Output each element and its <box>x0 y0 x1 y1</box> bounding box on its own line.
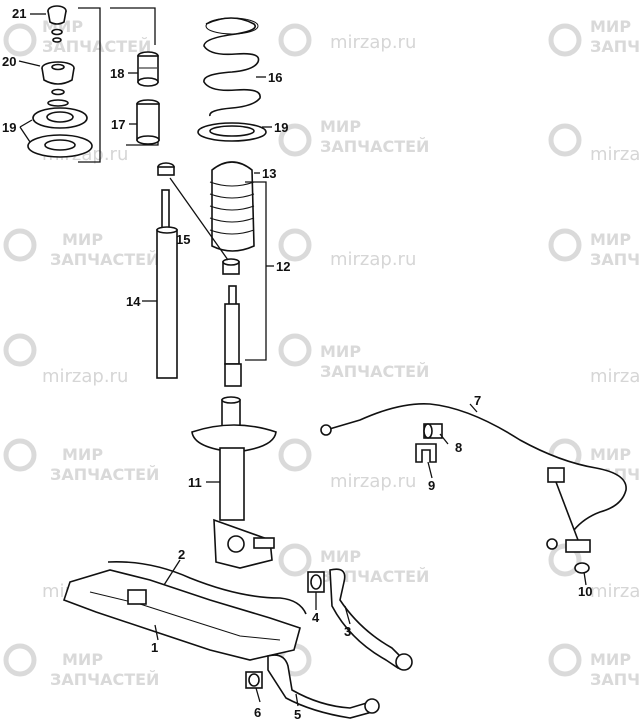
part-16-coil-spring <box>203 17 261 117</box>
leader-lines <box>18 13 587 707</box>
watermark-brand: МИР <box>320 547 361 566</box>
watermark-url: mirzap.ru <box>330 471 416 492</box>
watermark-url: mirzap.ru <box>330 32 416 53</box>
watermark-url: mirzap.ru <box>330 249 416 270</box>
watermark-brand: МИР <box>320 342 361 361</box>
bumpstop-column <box>110 7 160 146</box>
callout-13: 13 <box>262 166 276 181</box>
watermark-brand: ЗАПЧАСТЕЙ <box>590 670 640 689</box>
part-13-boot <box>209 161 255 252</box>
callout-labels: 21 20 19 18 17 16 19 13 15 12 14 11 2 1 … <box>2 6 592 722</box>
part-5-lower-arm <box>267 654 380 719</box>
watermark-brand: МИР <box>320 117 361 136</box>
watermark-brand: ЗАПЧАСТЕЙ <box>320 362 429 381</box>
callout-18: 18 <box>110 66 124 81</box>
callout-6: 6 <box>254 705 261 720</box>
part-2-brace <box>107 561 307 615</box>
callout-14: 14 <box>126 294 141 309</box>
watermark-url: mirzap.ru <box>42 366 128 387</box>
callout-1: 1 <box>151 640 158 655</box>
callout-4: 4 <box>312 610 320 625</box>
callout-17: 17 <box>111 117 125 132</box>
callout-21: 21 <box>12 6 26 21</box>
part-11-strut-assembly <box>191 396 277 569</box>
callout-20: 20 <box>2 54 16 69</box>
upper-mount-stack <box>27 5 101 163</box>
callout-11: 11 <box>188 475 202 490</box>
part-1-crossmember <box>62 569 301 661</box>
watermark-brand: МИР <box>590 650 631 669</box>
part-9-bushing-bracket <box>415 443 437 463</box>
watermark-brand: МИР <box>590 17 631 36</box>
part-3-control-arm <box>329 568 413 671</box>
callout-8: 8 <box>455 440 462 455</box>
callout-7: 7 <box>474 393 481 408</box>
part-4-bushing <box>307 571 325 593</box>
watermark-brand: МИР <box>590 445 631 464</box>
callout-10: 10 <box>578 584 592 599</box>
watermark-brand: ЗАПЧАСТЕЙ <box>320 137 429 156</box>
part-19-spring-seat-lower <box>197 122 267 142</box>
callout-19: 19 <box>274 120 288 135</box>
strut-insert <box>224 285 242 387</box>
watermark-brand: ЗАПЧАСТЕЙ <box>50 670 159 689</box>
bracket-12 <box>245 181 267 361</box>
part-14-shock-absorber <box>156 189 178 379</box>
part-7-stabilizer-bar <box>320 403 627 531</box>
watermark-layer: МИР ЗАПЧАСТЕЙ МИР ЗАПЧАСТЕЙ МИР ЗАПЧАСТЕ… <box>3 17 640 689</box>
callout-9: 9 <box>428 478 435 493</box>
watermark-brand: ЗАПЧАСТЕЙ <box>320 567 429 586</box>
part-10-stabilizer-link <box>546 467 591 574</box>
watermark-brand: МИР <box>62 650 103 669</box>
part-19-spring-seat-upper <box>27 99 93 158</box>
watermark-brand: ЗАПЧАСТЕЙ <box>590 37 640 56</box>
callout-19: 19 <box>2 120 16 135</box>
part-21-buffer-cap <box>47 5 67 43</box>
callout-16: 16 <box>268 70 282 85</box>
watermark-brand: ЗАПЧАСТЕЙ <box>42 37 151 56</box>
watermark-url: mirzap.ru <box>590 581 640 602</box>
part-20-strut-mount <box>41 61 75 96</box>
callout-15: 15 <box>176 232 190 247</box>
part-6-bushing <box>245 671 263 689</box>
callout-5: 5 <box>294 707 301 722</box>
watermark-brand: ЗАПЧАСТЕЙ <box>50 465 159 484</box>
callout-12: 12 <box>276 259 290 274</box>
part-15-stop-nut <box>157 162 240 275</box>
watermark-brand: ЗАПЧАСТЕЙ <box>50 250 159 269</box>
watermark-brand: ЗАПЧАСТЕЙ <box>590 250 640 269</box>
watermark-url: mirzap.ru <box>590 144 640 165</box>
watermark-brand: МИР <box>62 445 103 464</box>
part-17-dust-cover <box>136 99 160 145</box>
part-8-bushing <box>423 423 443 439</box>
watermark-brand: МИР <box>62 230 103 249</box>
watermark-brand: МИР <box>590 230 631 249</box>
part-18-bump-stop <box>137 51 159 87</box>
callout-3: 3 <box>344 624 351 639</box>
watermark-url: mirzap.ru <box>590 366 640 387</box>
callout-2: 2 <box>178 547 185 562</box>
